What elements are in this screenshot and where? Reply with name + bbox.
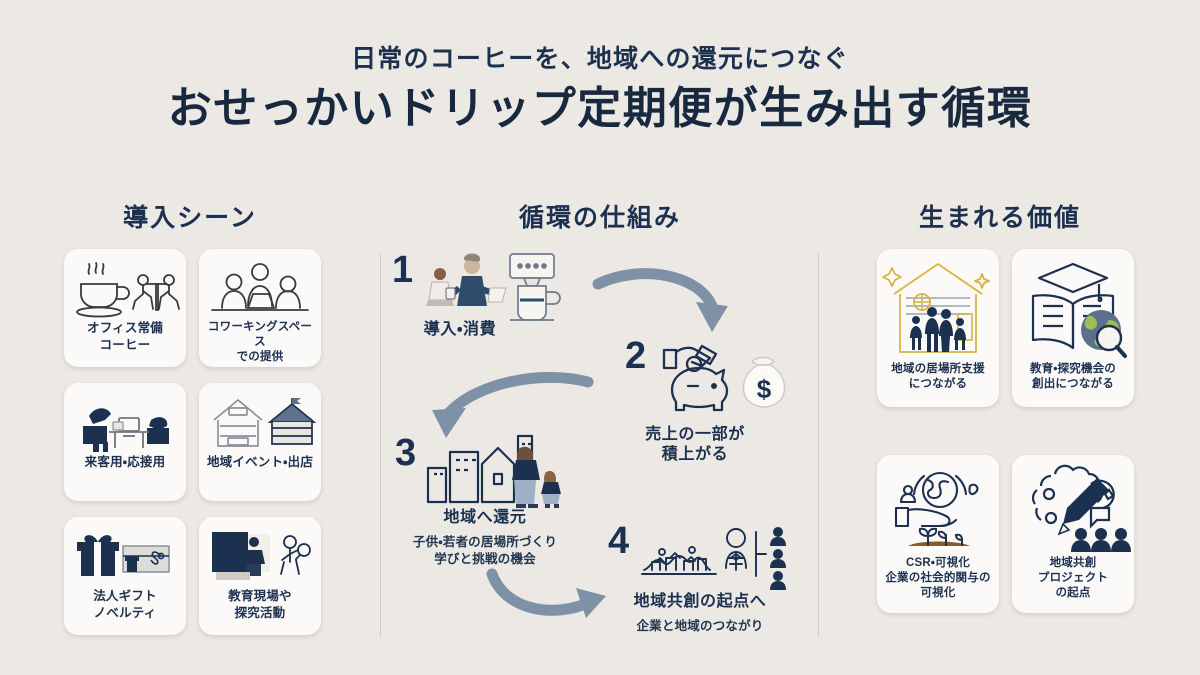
value-card-label: 教育・探究機会の 創出につながる	[1029, 363, 1116, 391]
value-card-community-place[interactable]: 地域の居場所支援 につながる	[877, 249, 999, 407]
office-reception-icon	[73, 392, 177, 454]
header-eyebrow: 日常のコーヒーを、地域への還元につなぐ	[351, 45, 849, 73]
community-gear-people-icon	[640, 524, 790, 590]
section-title-introduction-scenes: 導入シーン	[123, 204, 257, 232]
page-header: 日常のコーヒーを、地域への還元につなぐ おせっかいドリップ定期便が生み出す循環	[0, 44, 1200, 135]
page-title: おせっかいドリップ定期便が生み出す循環	[167, 84, 1033, 133]
arrow-step2-to-step3	[404, 371, 594, 444]
step-title: 売上の一部が 積上がる	[645, 426, 745, 463]
graduation-book-globe-icon	[1021, 258, 1127, 362]
value-card-label: CSR・可視化 企業の社会的関与の 可視化	[885, 557, 991, 600]
value-card-label: 地域共創 プロジェクト の起点	[1037, 557, 1109, 600]
coworking-people-icon	[208, 258, 312, 320]
town-parent-child-icon	[424, 430, 564, 510]
section-title-cycle-mechanism: 循環の仕組み	[518, 204, 681, 232]
scene-card-education[interactable]: 教育現場や 探究活動	[199, 517, 321, 635]
value-card-label: 地域の居場所支援 につながる	[891, 363, 985, 391]
step-number: 1	[392, 249, 414, 291]
scene-card-label: 来客用・応接用	[84, 455, 166, 469]
coffee-maker-people-icon	[424, 248, 564, 324]
value-card-cocreation-project[interactable]: 地域共創 プロジェクト の起点	[1012, 455, 1134, 613]
scene-card-label: 地域イベント・出店	[206, 455, 314, 469]
divider-right	[818, 253, 819, 637]
local-event-booth-icon	[208, 392, 317, 454]
svg-text:$: $	[757, 374, 772, 404]
step-subtitle: 企業と地域のつながり	[636, 619, 764, 633]
scene-card-local-event[interactable]: 地域イベント・出店	[199, 383, 321, 501]
scene-card-label: 法人ギフト ノベルティ	[93, 589, 157, 620]
classroom-teacher-icon	[208, 526, 312, 588]
arrow-step1-to-step2	[592, 268, 742, 338]
coffee-cup-table-icon	[73, 258, 180, 320]
scene-card-label: 教育現場や 探究活動	[228, 589, 292, 620]
scene-card-label: オフィス常備 コーヒー	[87, 321, 163, 352]
pencil-gear-people-icon	[1021, 464, 1131, 556]
gift-box-ribbon-icon	[73, 526, 177, 588]
family-home-icon	[882, 258, 990, 362]
value-card-education-opportunity[interactable]: 教育・探究機会の 創出につながる	[1012, 249, 1134, 407]
piggy-bank-money-icon: $	[658, 340, 798, 412]
divider-left	[380, 253, 381, 637]
scene-card-corporate-gift[interactable]: 法人ギフト ノベルティ	[64, 517, 186, 635]
step-number: 3	[395, 432, 417, 474]
step-title: 導入・消費	[423, 321, 497, 338]
scene-card-coworking[interactable]: コワーキングスペース での提供	[199, 249, 321, 367]
scene-card-label: コワーキングスペース での提供	[207, 321, 313, 364]
step-subtitle: 子供・若者の居場所づくり 学びと挑戦の機会	[412, 535, 558, 566]
step-title: 地域共創の起点へ	[633, 593, 767, 610]
value-card-csr[interactable]: CSR・可視化 企業の社会的関与の 可視化	[877, 455, 999, 613]
step-number: 4	[608, 520, 630, 562]
arrow-step3-to-step4	[486, 566, 646, 636]
scene-card-reception[interactable]: 来客用・応接用	[64, 383, 186, 501]
step-number: 2	[625, 335, 647, 377]
section-title-created-value: 生まれる価値	[918, 204, 1081, 232]
scene-card-office-coffee[interactable]: オフィス常備 コーヒー	[64, 249, 186, 367]
hand-earth-sprout-icon	[886, 464, 990, 556]
step-title: 地域へ還元	[443, 509, 527, 526]
